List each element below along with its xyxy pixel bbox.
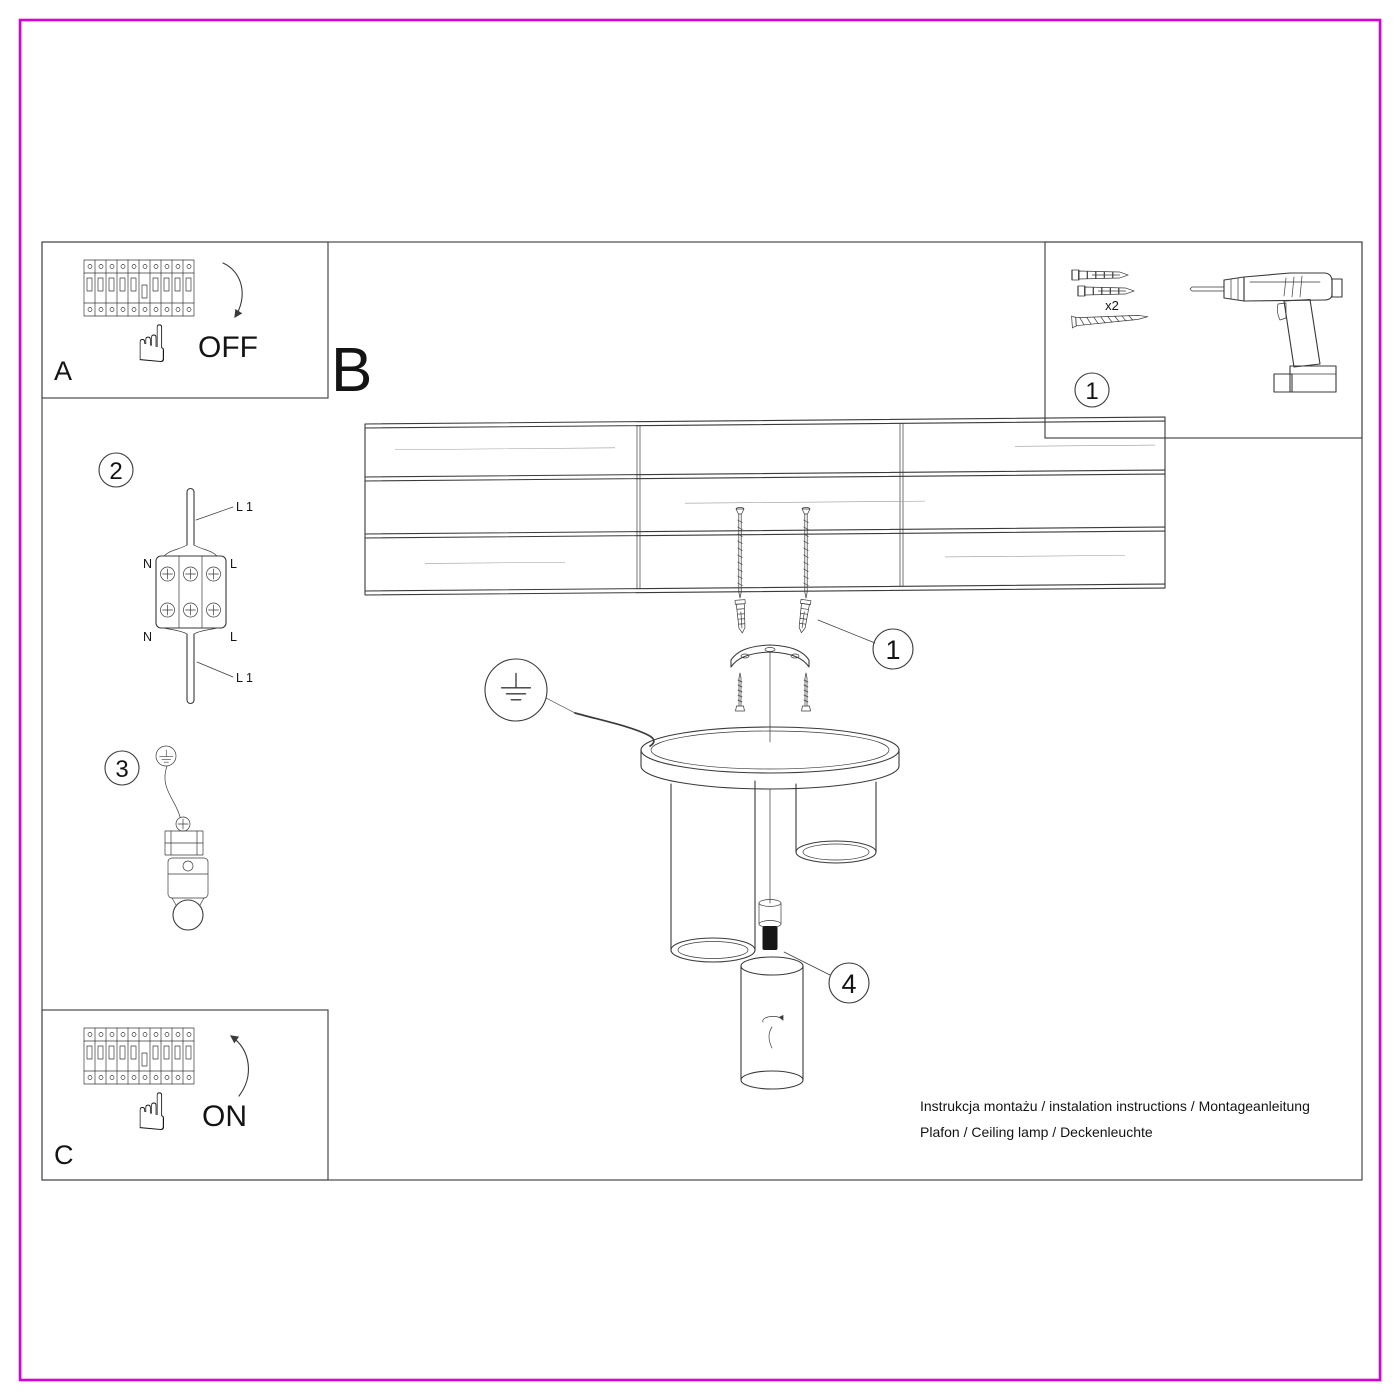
panel-hardware: x2 1	[1044, 241, 1363, 439]
switch-off-arrow-icon	[222, 262, 243, 319]
wire-bottom-flare	[163, 627, 218, 635]
wire-bottom	[186, 633, 195, 705]
earth-wire	[164, 765, 181, 818]
hardware-step-number: 1	[1085, 378, 1098, 405]
step-2-number: 2	[109, 458, 122, 485]
section-b-label: B	[331, 336, 372, 405]
wire-top	[186, 487, 195, 546]
drill-icon	[1189, 272, 1343, 393]
switch-on-arrow-icon	[229, 1035, 249, 1097]
leader-line	[196, 661, 234, 678]
earth-symbol-circle-icon	[484, 658, 548, 722]
rotation-arrow-icon	[762, 1014, 784, 1023]
step-wiring: 2 L 1 N L N L L 1	[98, 452, 253, 705]
diagram-frame	[41, 241, 1363, 1181]
lamp-shade-right	[795, 781, 877, 864]
footer-text: Instrukcja montażu / instalation instruc…	[920, 1098, 1310, 1140]
wood-screw-icon	[1071, 315, 1149, 329]
rotation-arrow-tail	[768, 1026, 773, 1049]
terminal-block-dividers	[178, 555, 203, 629]
wall-plug-icon	[734, 599, 748, 634]
earth-symbol-small-icon	[155, 745, 177, 767]
step-number-circle	[1074, 372, 1110, 408]
mounting-screw-icon	[801, 507, 811, 599]
wall-plug-icon	[796, 598, 812, 634]
leader-line	[817, 619, 876, 644]
step-4-number: 4	[841, 969, 856, 999]
leader-line	[783, 951, 831, 976]
label-n-top: N	[143, 557, 152, 571]
off-label: OFF	[198, 331, 258, 364]
lamp-shade-left	[670, 780, 756, 963]
panel-power-off: ☝ OFF A	[41, 241, 329, 399]
step-grounding: 3	[104, 745, 209, 931]
label-n-bottom: N	[143, 630, 152, 644]
pointing-hand-icon: ☝	[136, 1084, 168, 1142]
wire-top-flare	[163, 544, 218, 557]
on-label: ON	[202, 1100, 247, 1133]
panel-hardware-box	[1044, 241, 1363, 439]
panel-power-on: ☝ ON C	[41, 1009, 329, 1181]
canopy-screw-icon	[735, 672, 745, 712]
mounting-screw-icon	[735, 507, 745, 599]
step-number-circle	[104, 750, 140, 786]
circuit-breaker-icon	[83, 1027, 195, 1085]
circuit-breaker-icon	[83, 259, 195, 317]
ceiling-boards	[364, 416, 1166, 596]
earth-clamp-icon	[164, 816, 204, 856]
mounting-bracket	[730, 644, 810, 668]
ceiling-illustration: 1	[364, 416, 1166, 1090]
terminal-block	[155, 555, 227, 629]
bulb-socket-icon	[762, 926, 778, 950]
step-number-circle	[872, 628, 914, 670]
panel-a-label: A	[54, 356, 72, 386]
label-l-top: L	[230, 557, 237, 571]
label-l1-bottom: L 1	[236, 671, 253, 685]
canopy-screw-icon	[801, 672, 811, 712]
ground-wire	[574, 712, 655, 747]
step-number-circle	[828, 962, 870, 1004]
earth-glyph-icon	[500, 672, 532, 701]
label-l-bottom: L	[230, 630, 237, 644]
earth-glyph-icon	[159, 749, 174, 763]
lamp-shade-detached	[740, 956, 804, 1090]
step-3-number: 3	[115, 756, 128, 783]
pointing-hand-icon: ☝	[136, 316, 168, 374]
panel-power-off-box	[41, 241, 329, 399]
terminal-screws	[160, 566, 221, 618]
footer-line-1: Instrukcja montażu / instalation instruc…	[920, 1098, 1310, 1114]
page-border	[18, 18, 1382, 1382]
ceiling-canopy	[640, 726, 900, 790]
step-number-circle	[98, 452, 134, 488]
lamp-socket-assembly	[758, 788, 782, 950]
anchor-quantity-label: x2	[1105, 298, 1119, 313]
step-1-number: 1	[885, 635, 900, 665]
footer-line-2: Plafon / Ceiling lamp / Deckenleuchte	[920, 1124, 1153, 1140]
leader-line	[545, 697, 576, 714]
earth-lug-icon	[167, 857, 209, 931]
label-l1-top: L 1	[236, 500, 253, 514]
panel-power-on-box	[41, 1009, 329, 1181]
leader-line	[195, 506, 234, 521]
wall-plug-icon	[1077, 285, 1135, 297]
panel-c-label: C	[54, 1140, 74, 1170]
wall-plug-icon	[1071, 269, 1129, 281]
